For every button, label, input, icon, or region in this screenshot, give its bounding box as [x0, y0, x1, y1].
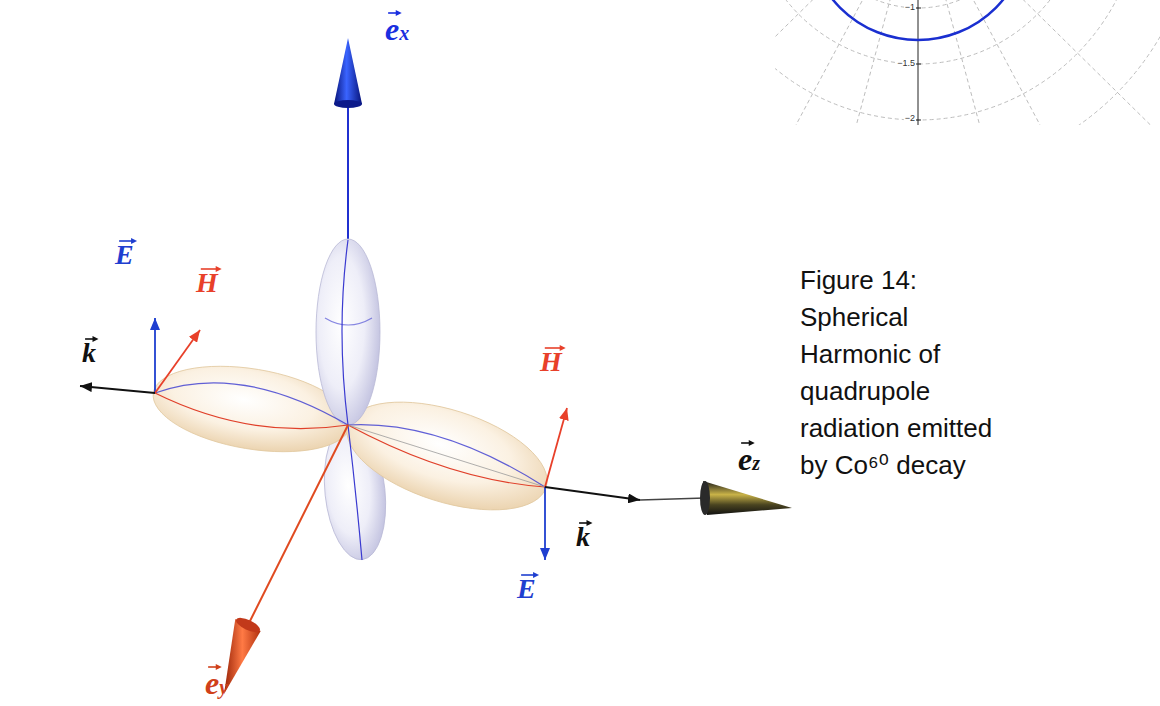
x-axis-cone-base: [334, 100, 362, 108]
y-axis-cone-base: [234, 615, 262, 635]
vector-label: k: [82, 336, 96, 370]
vector-label: H: [540, 345, 562, 379]
lobe-grid-lines: [155, 240, 545, 560]
x-axis-cone: [334, 38, 362, 104]
axis-label: ey: [205, 664, 228, 702]
z-axis-cone: [703, 481, 792, 515]
axis-label: ex: [385, 10, 409, 48]
vector-label: E: [517, 572, 536, 606]
axis-tick-label: −1: [904, 2, 916, 13]
axis-label: ez: [738, 440, 760, 478]
field-vectors-left: [80, 318, 200, 393]
z-axis-line: [640, 498, 705, 500]
vector-overarrows: [85, 10, 755, 670]
z-axis-inner: [348, 425, 545, 487]
vector-label: E: [115, 238, 134, 272]
axis-tick-label: −1.5: [896, 58, 916, 69]
polar-curve: [808, 0, 1028, 40]
quadrupole-lobes: [147, 239, 560, 563]
polar-axis: [918, 0, 919, 125]
polar-grid: [775, 0, 1160, 125]
z-axis-cone-base: [700, 481, 710, 515]
axis-tick-label: −2: [904, 113, 916, 124]
y-axis-line: [248, 425, 348, 625]
polar-plot: [775, 0, 1160, 125]
field-vectors-right: [545, 408, 640, 560]
figure-caption: Figure 14: Spherical Harmonic of quadrup…: [800, 262, 1010, 484]
lobe-plus-x: [316, 239, 380, 425]
vector-label: H: [196, 266, 218, 300]
vector-label: k: [576, 520, 590, 554]
